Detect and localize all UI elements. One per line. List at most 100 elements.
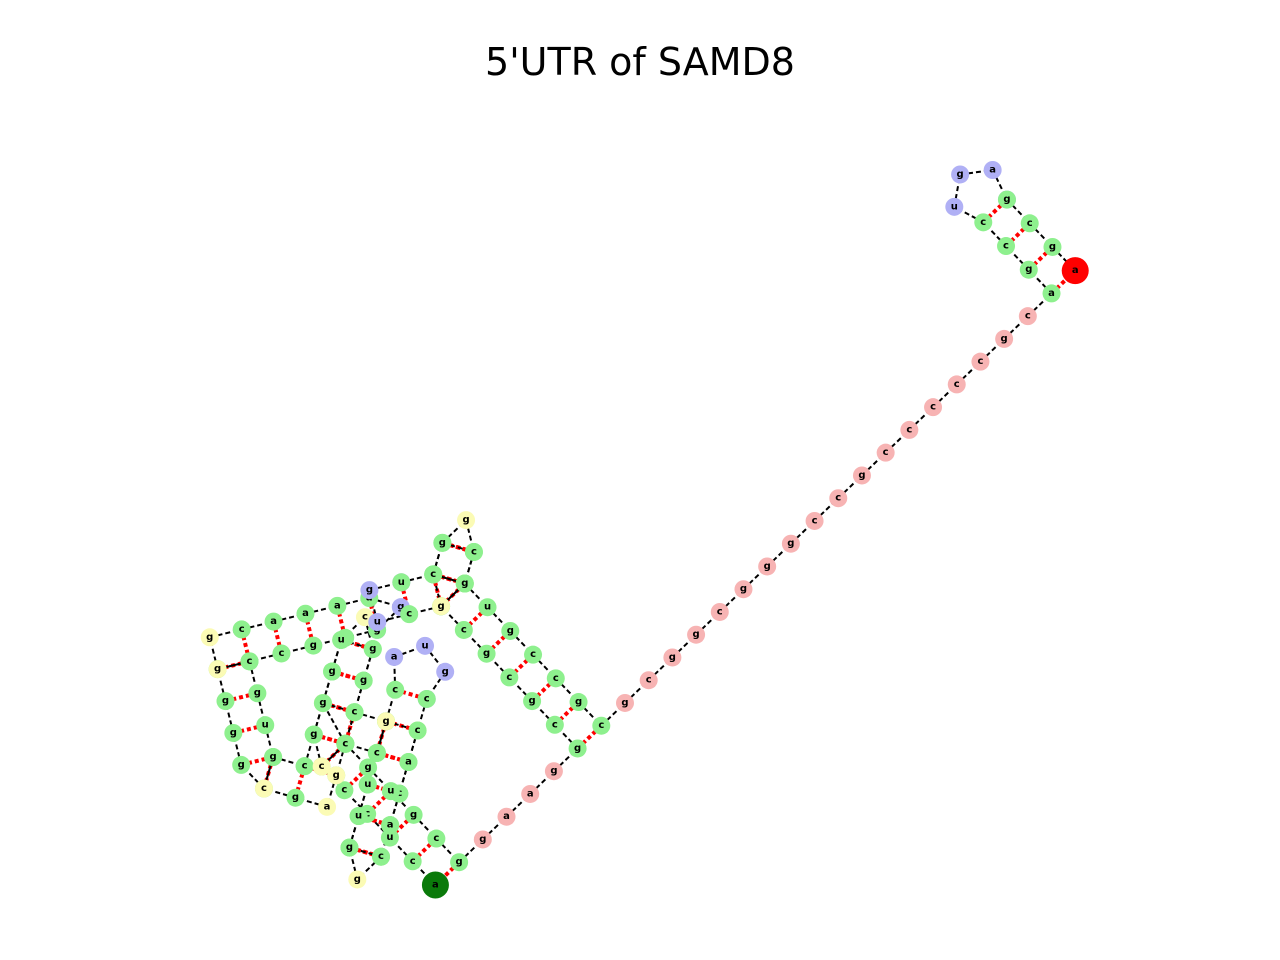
nucleotide-label: c xyxy=(406,609,412,620)
nucleotide: g xyxy=(304,636,323,655)
nucleotide-circle xyxy=(983,161,1002,179)
nucleotide: c xyxy=(427,829,446,848)
nucleotide-circle xyxy=(592,716,611,735)
nucleotide-circle xyxy=(454,620,473,639)
nucleotide-circle xyxy=(386,680,405,699)
nucleotide: c xyxy=(710,602,729,621)
nucleotide-label: c xyxy=(424,693,430,704)
nucleotide-label: c xyxy=(812,515,818,526)
nucleotide: g xyxy=(951,165,970,184)
nucleotide-label: g xyxy=(238,759,245,770)
nucleotide: c xyxy=(524,645,543,664)
nucleotide-label: u xyxy=(387,786,394,797)
nucleotide-circle xyxy=(478,598,497,617)
nucleotide-circle xyxy=(758,557,777,576)
nucleotide: c xyxy=(876,443,895,462)
nucleotide: g xyxy=(663,648,682,667)
nucleotide-circle xyxy=(354,671,373,690)
nucleotide-circle xyxy=(1019,260,1038,279)
nucleotide-label: g xyxy=(366,585,373,596)
nucleotide-label: g xyxy=(575,697,582,708)
nucleotide-label: c xyxy=(430,569,436,580)
base-pair-bond xyxy=(394,687,428,701)
base-pair-bond xyxy=(239,628,252,662)
base-pair-bond xyxy=(313,732,346,746)
nucleotide: u xyxy=(380,828,399,847)
nucleotide: a xyxy=(381,816,400,835)
base-pair-bond xyxy=(240,755,274,767)
nucleotide: u xyxy=(478,598,497,617)
nucleotide: c xyxy=(464,542,483,561)
nucleotide-circle xyxy=(264,612,283,631)
nucleotide-circle xyxy=(348,870,367,889)
nucleotide: c xyxy=(947,375,966,394)
nucleotide: g xyxy=(432,597,451,616)
nucleotide: c xyxy=(545,715,564,734)
nucleotide: c xyxy=(1020,214,1039,233)
nucleotide: c xyxy=(805,511,824,530)
nucleotide-circle xyxy=(781,534,800,553)
nucleotide-circle xyxy=(363,640,382,659)
nucleotide-label: g xyxy=(354,874,361,885)
nucleotide-circle xyxy=(545,715,564,734)
nucleotide-label: u xyxy=(421,640,428,651)
three-prime-nucleotide: a xyxy=(1061,257,1089,285)
nucleotide-circle xyxy=(1042,284,1061,303)
nucleotide-label: c xyxy=(341,785,347,796)
nucleotide-circle xyxy=(639,671,658,690)
nucleotide-label: g xyxy=(333,770,340,781)
nucleotide-circle xyxy=(256,716,275,735)
nucleotide: a xyxy=(318,797,337,816)
nucleotide-label: c xyxy=(319,761,325,772)
nucleotide-circle xyxy=(232,620,251,639)
nucleotide: g xyxy=(232,755,251,774)
nucleotide: g xyxy=(286,788,305,807)
nucleotide-label: g xyxy=(1049,241,1056,252)
nucleotide: c xyxy=(400,605,419,624)
nucleotide-label: u xyxy=(386,832,393,843)
nucleotide: c xyxy=(424,565,443,584)
base-pair-bond xyxy=(553,700,580,727)
nucleotide: g xyxy=(568,739,587,758)
base-pair-bond xyxy=(376,750,410,764)
base-pair-bond xyxy=(358,814,391,828)
nucleotide-circle xyxy=(381,816,400,835)
nucleotide-circle xyxy=(313,694,332,713)
nucleotide-label: c xyxy=(1003,241,1009,252)
nucleotide-label: a xyxy=(391,651,398,662)
nucleotide-label: g xyxy=(382,716,389,727)
nucleotide-circle xyxy=(477,644,496,663)
nucleotide-label: a xyxy=(527,788,534,799)
nucleotide-circle xyxy=(381,782,400,801)
nucleotide-label: g xyxy=(346,842,353,853)
nucleotide-circle xyxy=(368,613,387,632)
nucleotide-circle xyxy=(240,652,259,671)
nucleotide: c xyxy=(500,668,519,687)
nucleotide-circle xyxy=(501,621,520,640)
nucleotide: g xyxy=(477,644,496,663)
nucleotide: c xyxy=(386,680,405,699)
nucleotide: u xyxy=(381,782,400,801)
nucleotide: g xyxy=(436,662,455,681)
nucleotide-circle xyxy=(304,725,323,744)
nucleotide-label: c xyxy=(410,856,416,867)
nucleotide-circle xyxy=(248,684,267,703)
nucleotide-label: g xyxy=(310,640,317,651)
base-pair-bond xyxy=(434,860,461,887)
nucleotide-circle xyxy=(264,748,283,767)
nucleotide: c xyxy=(974,213,993,232)
nucleotide: u xyxy=(349,807,368,826)
nucleotide-circle xyxy=(380,828,399,847)
nucleotide: g xyxy=(1019,260,1038,279)
nucleotide: c xyxy=(254,779,273,798)
nucleotide-circle xyxy=(947,375,966,394)
nucleotide-circle xyxy=(296,604,315,623)
nucleotide-circle xyxy=(500,668,519,687)
nucleotide-label: c xyxy=(1027,218,1033,229)
nucleotide-label: c xyxy=(247,656,253,667)
nucleotide: u xyxy=(392,573,411,592)
nucleotide-circle xyxy=(1018,307,1037,326)
nucleotide-circle xyxy=(345,703,364,722)
nucleotide-label: g xyxy=(574,743,581,754)
